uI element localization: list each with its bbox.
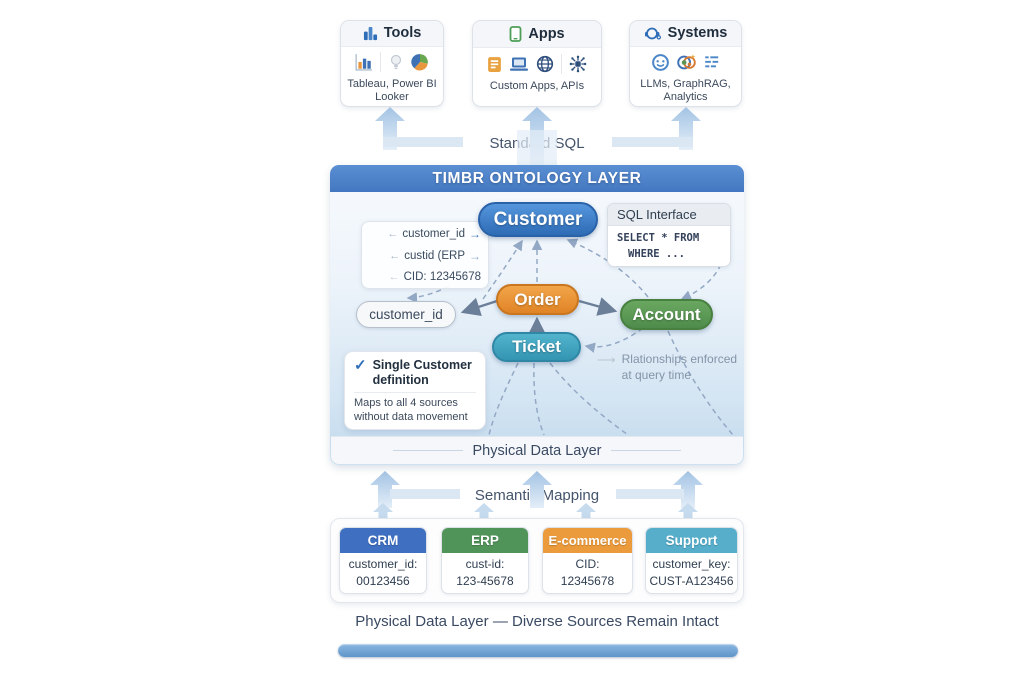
apps-card-header: Apps — [473, 21, 601, 48]
erp-field-value: 123-45678 — [456, 574, 514, 588]
support-field-value: CUST-A123456 — [649, 574, 734, 588]
headset-icon — [644, 27, 661, 40]
arrow-left-icon: ← — [387, 228, 399, 240]
semantic-mapping-label: Semantic Mapping — [474, 487, 600, 504]
erp-source-header: ERP — [442, 528, 528, 553]
systems-card-subtitle: LLMs, GraphRAG, Analytics — [640, 77, 731, 103]
bar-chart-icon — [355, 54, 372, 71]
arrow-right-icon: → — [469, 227, 481, 241]
arrow-left-icon: ← — [389, 250, 401, 262]
apps-card: Apps — [472, 20, 602, 107]
arrow-right-icon: → — [469, 249, 481, 263]
order-entity-pill: Order — [496, 284, 579, 315]
laptop-icon — [510, 57, 528, 71]
sql-interface-panel: SQL Interface SELECT * FROM WHERE ... — [607, 203, 731, 267]
ecommerce-field-value: 12345678 — [560, 574, 615, 588]
decorative-line — [611, 450, 682, 451]
api-hub-icon — [569, 55, 587, 73]
standard-sql-label: Standard SQL — [489, 135, 585, 152]
tools-card-subtitle: Tableau, Power BI Looker — [347, 77, 437, 103]
up-arrow-small-icon — [474, 503, 494, 519]
bottom-caption: Physical Data Layer — Diverse Sources Re… — [355, 613, 719, 630]
erp-field-label: cust-id: — [465, 556, 505, 571]
decorative-line — [392, 450, 463, 451]
analytics-list-icon — [704, 56, 718, 68]
mapping-row-label: customer_id — [402, 228, 465, 240]
up-arrow-small-icon — [678, 503, 698, 519]
power-bi-icon — [363, 26, 377, 40]
up-arrow-small-icon — [373, 503, 393, 519]
tablet-icon — [509, 26, 522, 42]
pie-chart-icon — [411, 54, 428, 71]
ecommerce-field-label: CID: — [575, 556, 600, 571]
customer-id-field-pill: customer_id — [356, 301, 456, 328]
erp-source-card: ERP cust-id: 123-45678 — [441, 527, 529, 594]
check-icon: ✓ — [354, 357, 367, 374]
customer-entity-pill: Customer — [478, 202, 598, 237]
account-entity-pill: Account — [620, 299, 713, 330]
apps-card-title: Apps — [528, 26, 565, 42]
mapping-row: ← customer_id → — [369, 227, 481, 241]
sql-code: SELECT * FROM WHERE ... — [608, 226, 730, 266]
icon-divider — [561, 54, 562, 74]
sql-code-line: SELECT * FROM — [617, 232, 700, 244]
crm-source-header: CRM — [340, 528, 426, 553]
lightbulb-icon — [390, 55, 402, 70]
sql-code-line: WHERE ... — [628, 248, 685, 261]
bottom-accent-bar — [338, 644, 738, 657]
mapping-row-label: custid (ERP — [404, 250, 465, 262]
single-customer-definition-box: ✓ Single Customer definition Maps to all… — [344, 351, 486, 430]
up-arrow-icon — [673, 471, 703, 508]
divider — [354, 392, 476, 393]
crm-field-value: 00123456 — [356, 574, 410, 588]
relationship-note-text: Rlationships enforced at query time — [621, 352, 738, 382]
up-arrow-small-icon — [576, 503, 596, 519]
tools-card-title: Tools — [383, 25, 422, 42]
up-arrow-icon — [370, 471, 400, 508]
up-arrow-icon — [375, 107, 405, 150]
up-arrow-icon — [671, 107, 701, 150]
ecommerce-source-card: E-commerce CID: 12345678 — [542, 527, 633, 594]
support-source-card: Support customer_key: CUST-A123456 — [645, 527, 738, 594]
arrow-left-icon: ← — [388, 271, 400, 283]
physical-data-layer-label: Physical Data Layer — [472, 442, 602, 459]
crm-field-label: customer_id: — [348, 556, 418, 571]
icon-divider — [380, 52, 381, 73]
ecommerce-source-header: E-commerce — [543, 528, 632, 553]
mapping-row-label: CID: 12345678 — [403, 271, 481, 283]
apps-card-subtitle: Custom Apps, APIs — [489, 80, 585, 92]
systems-card-title: Systems — [667, 25, 728, 42]
tools-card-header: Tools — [341, 21, 443, 47]
systems-card-header: Systems — [630, 21, 741, 47]
customer-mapping-box: ← customer_id → ← custid (ERP → ← CID: 1… — [361, 221, 489, 289]
robot-face-icon — [651, 53, 669, 71]
journal-icon — [488, 56, 501, 72]
globe-icon — [536, 55, 554, 73]
ontology-layer-title: TIMBR ONTOLOGY LAYER — [330, 165, 744, 192]
single-customer-body: Maps to all 4 sources without data movem… — [354, 397, 468, 424]
systems-card: Systems — [629, 20, 742, 107]
sql-interface-title: SQL Interface — [608, 204, 730, 226]
ticket-entity-pill: Ticket — [492, 332, 581, 362]
brain-graph-icon — [676, 54, 696, 70]
mapping-row: ← CID: 12345678 — [369, 271, 481, 283]
single-customer-title: Single Customer definition — [372, 358, 472, 387]
relationship-note: ⟶ Rlationships enforced at query time — [597, 352, 743, 383]
note-arrow-icon: ⟶ — [597, 352, 616, 367]
tools-card: Tools Tableau, Power BI Looker — [340, 20, 444, 107]
crm-source-card: CRM customer_id: 00123456 — [339, 527, 427, 594]
support-field-label: customer_key: — [652, 556, 731, 571]
physical-data-layer-strip: Physical Data Layer — [331, 436, 743, 464]
support-source-header: Support — [646, 528, 737, 553]
mapping-row: ← custid (ERP → — [369, 249, 481, 263]
